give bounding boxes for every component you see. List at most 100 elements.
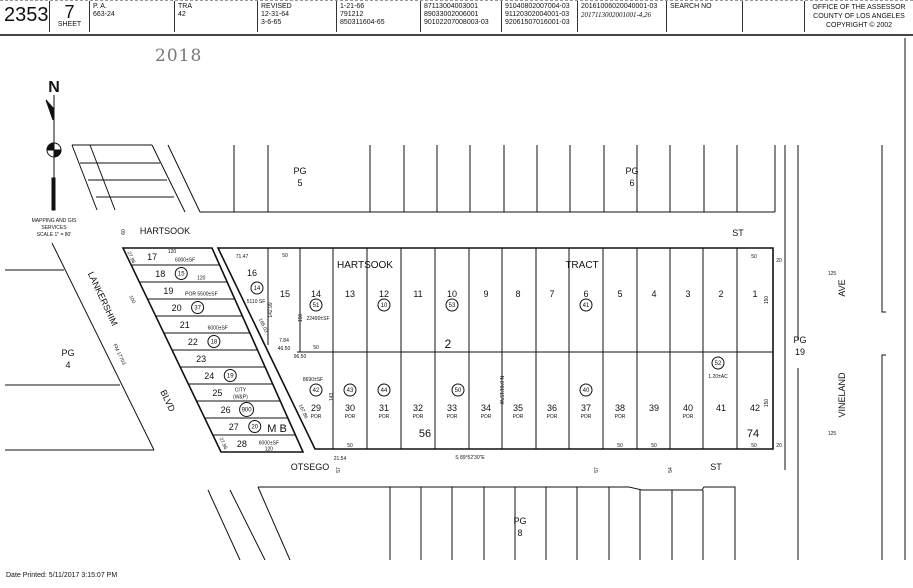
- page-ref-number: 19: [795, 347, 805, 357]
- date-printed: Date Printed: 5/11/2017 3:15:07 PM: [6, 572, 118, 579]
- area-label: 6000±SF: [208, 326, 228, 332]
- revision-col-3: 91040802007004-03 91120302004001-03 9206…: [502, 1, 578, 32]
- page-ref-label: PG: [293, 166, 306, 176]
- block-pg8-diagonals: [207, 486, 291, 561]
- block-number: 56: [419, 428, 431, 440]
- revision-entry: 90102207008003-03: [424, 19, 489, 26]
- lot-number: 39: [649, 403, 659, 413]
- lot-number: 17: [147, 252, 157, 262]
- scale-note: MAPPING AND GIS: [32, 218, 77, 224]
- lot-number: 21: [180, 320, 190, 330]
- block-number: 74: [747, 428, 759, 440]
- dimension: 21.54: [334, 456, 347, 462]
- lot-number: 23: [196, 354, 206, 364]
- revision-entry: 91040802007004-03: [505, 3, 570, 10]
- revision-entry: 92061507016001-03: [505, 19, 570, 26]
- lot-number: 28: [237, 439, 247, 449]
- year-stamp: 2018: [155, 46, 203, 66]
- pa-cell: P. A. 663-24: [90, 1, 175, 32]
- parcel-number: 42: [313, 388, 320, 394]
- dimension: 142.99: [268, 302, 274, 318]
- lot-number: 8: [515, 289, 520, 299]
- lot-number: 20: [172, 303, 182, 313]
- block-lot-lines: [299, 248, 738, 449]
- scale-note: SERVICES: [41, 225, 67, 231]
- dimension: 50: [313, 345, 319, 351]
- search-cell: SEARCH NO: [667, 1, 743, 32]
- street-st: ST: [710, 462, 722, 472]
- scale-note: SCALE 1" = 80': [37, 232, 72, 238]
- revision-col-2: 87113004003001 89033002006001 9010220700…: [421, 1, 502, 32]
- revision-entry: 87113004003001: [424, 3, 478, 10]
- parcel-circle: [711, 356, 725, 370]
- area-label: 6000±SF: [259, 441, 279, 447]
- lot-number: 38: [615, 403, 625, 413]
- parcel-circle: [191, 301, 205, 314]
- map-book-number: 2353: [0, 1, 50, 32]
- dimension: 7.84: [279, 338, 289, 344]
- area-label: CITY: [235, 388, 247, 394]
- parcel-number: 18: [211, 340, 218, 346]
- revised-date: 3-6-65: [261, 19, 282, 26]
- lot-number: 19: [163, 286, 173, 296]
- lot-number: 36: [547, 403, 557, 413]
- north-arrow-tail: [51, 177, 56, 211]
- area-label: POR 5500±SF: [185, 292, 217, 298]
- parcel-circle: [223, 369, 237, 382]
- compass-fill: [46, 142, 62, 158]
- dimension: 50: [751, 443, 757, 449]
- parcel-circle: [579, 298, 593, 312]
- revision-entry: 20161006020040001-03: [581, 3, 658, 10]
- portion-label: POR: [447, 414, 458, 420]
- north-arrow-icon: [45, 99, 54, 121]
- revised-label: REVISED: [261, 3, 292, 10]
- portion-label: POR: [581, 414, 592, 420]
- street-vineland: VINELAND: [837, 372, 847, 418]
- dimension: 143: [329, 393, 335, 402]
- sheet-number: 7: [64, 2, 75, 22]
- parcel-number: 15: [178, 272, 185, 278]
- lot-number: 10: [447, 289, 457, 299]
- page-ref-label: PG: [61, 348, 74, 358]
- parcel-number: 10: [381, 303, 388, 309]
- lankershim-edge: [51, 242, 155, 451]
- map-reference: FM 17703: [111, 343, 126, 366]
- parcel-number: 44: [381, 388, 388, 394]
- dimension: 120: [265, 447, 274, 453]
- sheet-box: 7 SHEET: [50, 1, 90, 32]
- parcel-circle: [309, 383, 323, 397]
- dimension: 27.96: [218, 437, 229, 451]
- vineland-edge: [881, 145, 886, 560]
- dimension: 150: [764, 296, 770, 305]
- revision-entry: 91120302004001-03: [505, 11, 570, 18]
- parcel-number: 20: [251, 425, 258, 431]
- map-header: 2353 7 SHEET P. A. 663-24 TRA 42 REVISED…: [0, 0, 913, 36]
- lot-number: 4: [651, 289, 656, 299]
- block-number: 2: [445, 337, 452, 351]
- tract-name: HARTSOOK: [337, 260, 393, 271]
- dimension: 20: [776, 443, 782, 449]
- assessor-office: OFFICE OF THE ASSESSOR COUNTY OF LOS ANG…: [805, 1, 913, 32]
- revised-date: 12-31-64: [261, 11, 290, 18]
- revision-col-1: 1-21-66 791212 850311604-65: [337, 1, 421, 32]
- dimension: 165.03: [257, 317, 269, 334]
- revision-entry-handwritten: 2017113002001001-4,26: [581, 11, 652, 19]
- lot-number: 1: [752, 289, 757, 299]
- dimension: 96.50: [294, 354, 307, 360]
- page-ref-label: PG: [793, 335, 806, 345]
- portion-label: POR: [513, 414, 524, 420]
- revised-cell: REVISED 12-31-64 3-6-65: [258, 1, 337, 32]
- north-label: N: [48, 79, 60, 96]
- lot-number: 16: [247, 268, 257, 278]
- lot-number: 25: [212, 388, 222, 398]
- block-pg5-6-lot-lines: [233, 145, 738, 212]
- parcel-number: 900: [242, 408, 253, 414]
- street-otsego: OTSEGO: [291, 462, 330, 472]
- area-label: 5110 SF: [247, 299, 266, 305]
- block-pg8-lot-lines: [389, 487, 704, 560]
- lot-number: 24: [204, 371, 214, 381]
- parcel-circle: [377, 383, 391, 397]
- page-ref-number: 6: [629, 178, 634, 188]
- lot-number: 33: [447, 403, 457, 413]
- tra-value: 42: [178, 11, 186, 18]
